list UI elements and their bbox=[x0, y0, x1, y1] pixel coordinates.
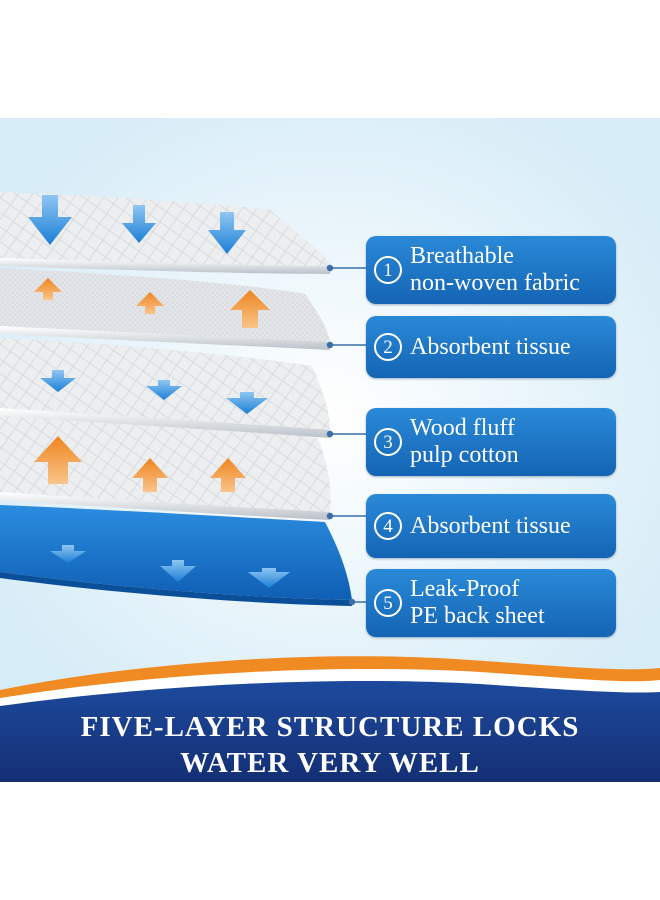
arrow-down-icon bbox=[40, 370, 76, 392]
arrow-up-icon bbox=[34, 278, 62, 300]
arrow-down-icon bbox=[28, 195, 72, 245]
layer-4-tag: 4 Absorbent tissue bbox=[366, 494, 616, 558]
layer-non-woven bbox=[0, 192, 332, 274]
arrow-down-icon bbox=[208, 212, 246, 254]
layer-3-number: 3 bbox=[374, 428, 402, 456]
arrow-up-icon bbox=[132, 458, 168, 492]
leader-lines bbox=[326, 264, 366, 606]
arrow-down-icon bbox=[160, 560, 196, 582]
arrow-down-icon bbox=[122, 205, 156, 243]
layer-1-tag: 1 Breathable non-woven fabric bbox=[366, 236, 616, 304]
layer-4-label: Absorbent tissue bbox=[410, 512, 571, 539]
layer-2-label: Absorbent tissue bbox=[410, 333, 571, 360]
layer-1-number: 1 bbox=[374, 256, 402, 284]
arrow-down-icon bbox=[226, 392, 268, 414]
arrow-down-icon bbox=[146, 380, 182, 400]
layer-5-tag: 5 Leak-Proof PE back sheet bbox=[366, 569, 616, 637]
arrow-up-icon bbox=[136, 292, 164, 314]
layer-5-number: 5 bbox=[374, 589, 402, 617]
layer-5-label: Leak-Proof PE back sheet bbox=[410, 576, 545, 629]
arrow-up-icon bbox=[34, 436, 82, 484]
arrow-down-icon bbox=[50, 545, 86, 563]
banner-line-1: FIVE-LAYER STRUCTURE LOCKS bbox=[80, 711, 580, 743]
arrows-down bbox=[28, 195, 290, 588]
arrow-up-icon bbox=[210, 458, 246, 492]
layer-1-label: Breathable non-woven fabric bbox=[410, 243, 580, 296]
layer-absorbent-tissue-lower bbox=[0, 412, 331, 520]
banner-headline: FIVE-LAYER STRUCTURE LOCKS WATER VERY WE… bbox=[0, 700, 660, 790]
layer-2-tag: 2 Absorbent tissue bbox=[366, 316, 616, 378]
layer-2-number: 2 bbox=[374, 333, 402, 361]
arrows-up bbox=[34, 278, 270, 492]
banner-line-2: WATER VERY WELL bbox=[180, 747, 480, 779]
layer-4-number: 4 bbox=[374, 512, 402, 540]
arrow-up-icon bbox=[230, 290, 270, 328]
arrow-down-icon bbox=[248, 568, 290, 588]
layer-3-label: Wood fluff pulp cotton bbox=[410, 415, 519, 468]
layer-3-tag: 3 Wood fluff pulp cotton bbox=[366, 408, 616, 476]
